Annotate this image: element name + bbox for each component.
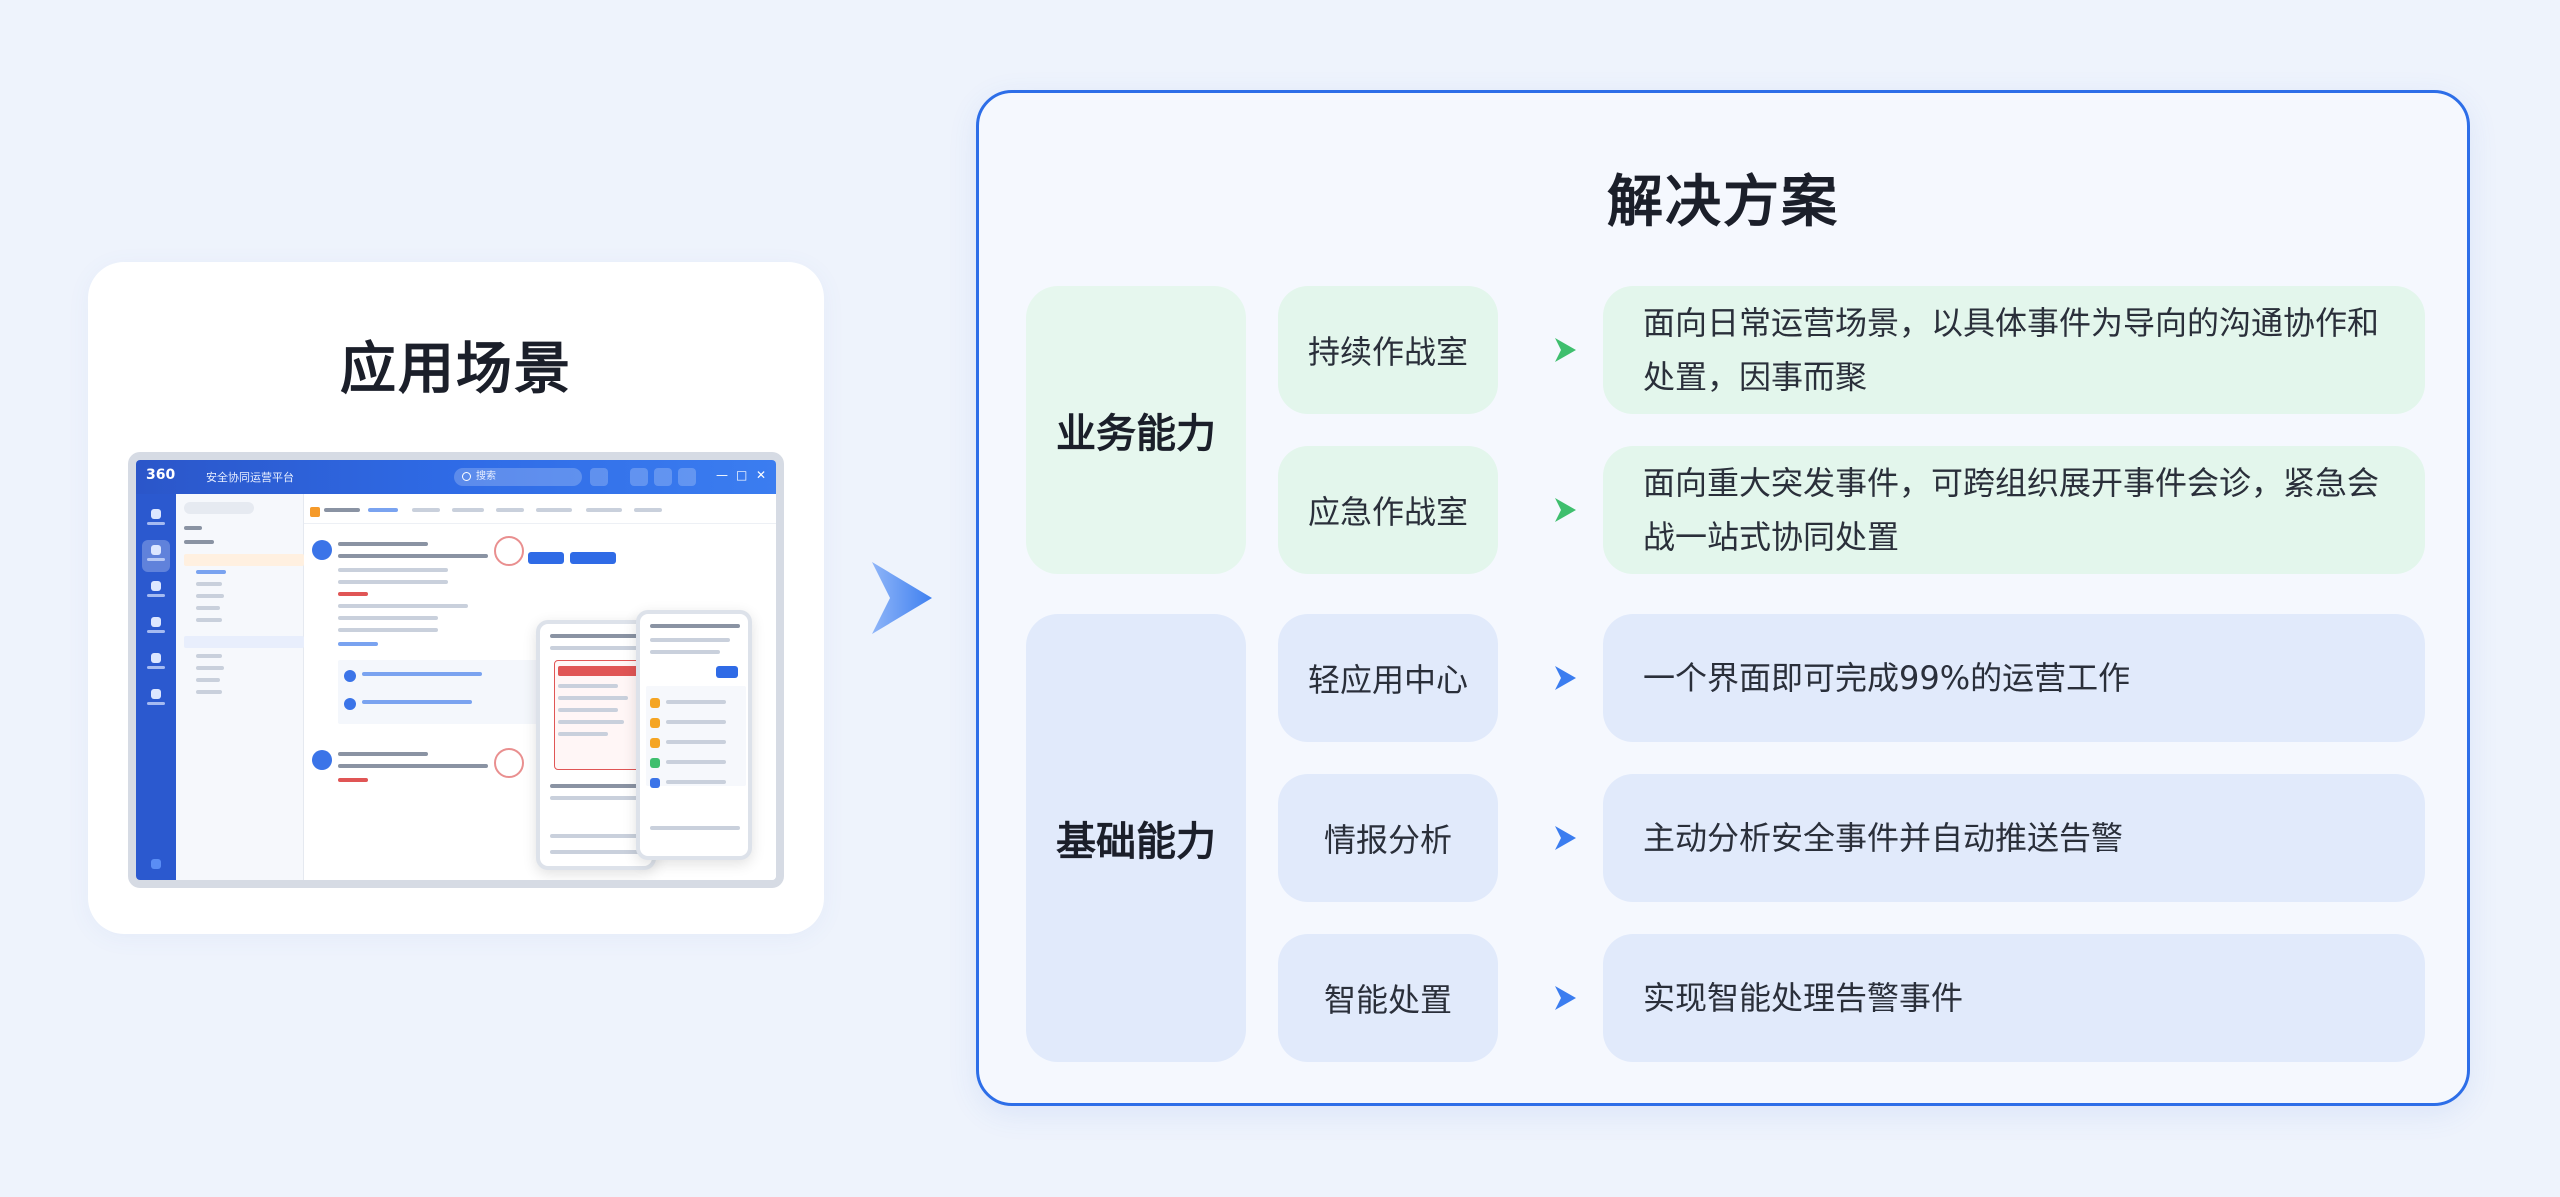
briefcase-icon [678, 468, 696, 486]
screenshot-sidebar [136, 494, 176, 880]
capability-light-app-center: 轻应用中心 [1278, 614, 1498, 742]
minimize-icon: — [716, 468, 728, 482]
application-scene-card: 应用场景 360 安全协同运营平台 搜索 — □ ✕ [88, 262, 824, 934]
phone-mockup-apps [636, 610, 752, 860]
screenshot-search-input: 搜索 [454, 468, 582, 486]
chevron-right-icon [1555, 826, 1576, 850]
screenshot-tabs [304, 494, 776, 524]
solution-panel: 解决方案 业务能力 持续作战室 面向日常运营场景，以具体事件为导向的沟通协作和处… [976, 90, 2470, 1106]
share-icon [654, 468, 672, 486]
chevron-right-icon [1555, 338, 1576, 362]
screenshot-titlebar: 360 安全协同运营平台 搜索 — □ ✕ [136, 460, 776, 494]
description-intel-analysis: 主动分析安全事件并自动推送告警 [1603, 774, 2425, 902]
chevron-right-icon [1555, 666, 1576, 690]
platform-screenshot: 360 安全协同运营平台 搜索 — □ ✕ [128, 452, 784, 888]
sidebar-message-icon [142, 540, 170, 572]
description-continuous-war-room: 面向日常运营场景，以具体事件为导向的沟通协作和处置，因事而聚 [1603, 286, 2425, 414]
flow-arrow-icon [872, 562, 932, 634]
sidebar-user-avatar [142, 854, 170, 874]
stamp-icon [494, 536, 524, 566]
sidebar-contacts-icon [142, 576, 170, 608]
chevron-right-icon [1555, 498, 1576, 522]
screenshot-conversation-list [176, 494, 304, 880]
description-emergency-war-room: 面向重大突发事件，可跨组织展开事件会诊，紧急会战一站式协同处置 [1603, 446, 2425, 574]
description-smart-disposal: 实现智能处理告警事件 [1603, 934, 2425, 1062]
sidebar-intel-icon [142, 648, 170, 680]
group-business-capability: 业务能力 [1026, 286, 1246, 574]
grid-icon [630, 468, 648, 486]
add-icon [590, 468, 608, 486]
message-avatar [312, 540, 332, 560]
maximize-icon: □ [736, 468, 748, 482]
capability-continuous-war-room: 持续作战室 [1278, 286, 1498, 414]
screenshot-app-name: 安全协同运营平台 [206, 471, 294, 484]
capability-smart-disposal: 智能处置 [1278, 934, 1498, 1062]
capability-emergency-war-room: 应急作战室 [1278, 446, 1498, 574]
description-light-app-center: 一个界面即可完成99%的运营工作 [1603, 614, 2425, 742]
sidebar-home-icon [142, 504, 170, 536]
scene-title: 应用场景 [340, 337, 572, 402]
group-foundation-capability: 基础能力 [1026, 614, 1246, 1062]
sidebar-workbench-icon [142, 612, 170, 644]
capability-intel-analysis: 情报分析 [1278, 774, 1498, 902]
chevron-right-icon [1555, 986, 1576, 1010]
close-icon: ✕ [756, 468, 767, 482]
screenshot-logo: 360 [146, 467, 176, 483]
solution-title: 解决方案 [1607, 170, 1839, 235]
sidebar-knowledge-icon [142, 684, 170, 716]
